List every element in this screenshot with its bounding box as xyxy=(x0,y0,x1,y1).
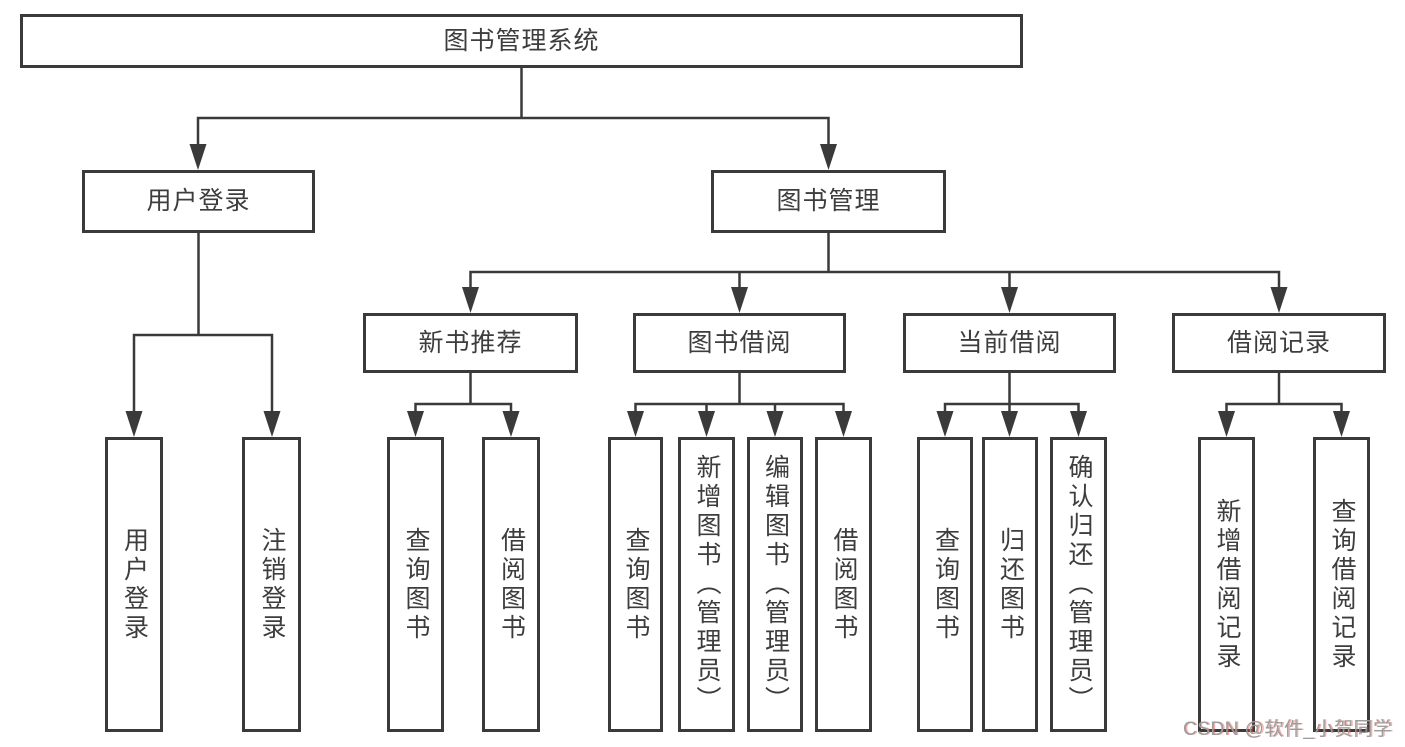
leaf-query-books-current: 查询图书 xyxy=(917,437,973,732)
node-label: 归还图书 xyxy=(996,526,1025,643)
node-label: 图书借阅 xyxy=(687,328,792,357)
arrow-icon xyxy=(731,287,748,313)
arrow-icon xyxy=(835,411,852,437)
node-label: 借阅图书 xyxy=(830,526,858,643)
csdn-watermark: CSDN @软件_小贺同学 xyxy=(1183,719,1393,740)
node-label: 用户登录 xyxy=(146,187,251,215)
node-label: 确认归还（管理员） xyxy=(1065,454,1093,715)
node-label: 查询图书 xyxy=(931,526,960,643)
node-label: 图书管理 xyxy=(776,187,881,215)
arrow-icon xyxy=(936,411,954,437)
connector-userlogin-children xyxy=(132,231,274,415)
connector-currentborrow-children xyxy=(943,371,1080,415)
arrow-icon xyxy=(1070,411,1087,437)
arrow-icon xyxy=(820,144,837,170)
node-book-borrow: 图书借阅 xyxy=(633,313,846,373)
node-label: 编辑图书（管理员） xyxy=(761,454,790,715)
arrow-icon xyxy=(462,287,479,313)
leaf-return-book: 归还图书 xyxy=(982,437,1038,732)
node-label: 查询图书 xyxy=(622,526,650,643)
node-book-management: 图书管理 xyxy=(711,170,946,233)
node-new-book-recommend: 新书推荐 xyxy=(363,313,578,373)
connector-bookborrow-children xyxy=(634,371,845,415)
node-label: 查询图书 xyxy=(402,526,430,643)
node-borrow-records: 借阅记录 xyxy=(1172,313,1386,373)
arrow-icon xyxy=(627,411,644,437)
arrow-icon xyxy=(1001,287,1018,313)
connector-root-to-level2 xyxy=(196,66,830,148)
arrow-icon xyxy=(1333,411,1350,437)
arrow-icon xyxy=(766,411,784,437)
connector-newbook-children xyxy=(414,371,513,415)
arrow-icon xyxy=(263,411,281,437)
node-label: 注销登录 xyxy=(258,526,286,643)
leaf-query-borrow-record: 查询借阅记录 xyxy=(1313,437,1370,732)
leaf-query-books-borrow: 查询图书 xyxy=(608,437,663,732)
node-user-login: 用户登录 xyxy=(82,170,315,233)
leaf-borrow-books-borrow: 借阅图书 xyxy=(815,437,872,732)
node-label: 新增借阅记录 xyxy=(1213,497,1241,672)
leaf-logout: 注销登录 xyxy=(242,437,301,732)
node-label: 当前借阅 xyxy=(957,328,1062,357)
arrow-icon xyxy=(1218,411,1235,437)
connector-borrowrecords-children xyxy=(1225,371,1343,415)
leaf-query-books-recommend: 查询图书 xyxy=(387,437,444,732)
arrow-icon xyxy=(189,144,207,170)
node-label: 借阅记录 xyxy=(1226,328,1331,357)
node-current-borrow: 当前借阅 xyxy=(903,313,1116,373)
arrow-icon xyxy=(1270,287,1288,313)
node-root-system: 图书管理系统 xyxy=(20,14,1023,68)
arrow-icon xyxy=(698,411,715,437)
node-label: 查询借阅记录 xyxy=(1328,497,1356,672)
node-label: 借阅图书 xyxy=(497,526,526,643)
arrow-icon xyxy=(407,411,424,437)
arrow-icon xyxy=(1001,411,1018,437)
leaf-edit-book-admin: 编辑图书（管理员） xyxy=(747,437,803,732)
arrow-icon xyxy=(125,411,143,437)
leaf-add-borrow-record: 新增借阅记录 xyxy=(1198,437,1255,732)
node-label: 用户登录 xyxy=(120,526,149,643)
connector-bookmgmt-children xyxy=(469,231,1281,291)
node-label: 新增图书（管理员） xyxy=(693,454,721,715)
node-label: 图书管理系统 xyxy=(443,26,600,55)
node-label: 新书推荐 xyxy=(418,328,523,357)
leaf-confirm-return-admin: 确认归还（管理员） xyxy=(1050,437,1107,732)
leaf-add-book-admin: 新增图书（管理员） xyxy=(678,437,735,732)
arrow-icon xyxy=(502,411,520,437)
leaf-user-login: 用户登录 xyxy=(105,437,163,732)
leaf-borrow-books-recommend: 借阅图书 xyxy=(482,437,540,732)
